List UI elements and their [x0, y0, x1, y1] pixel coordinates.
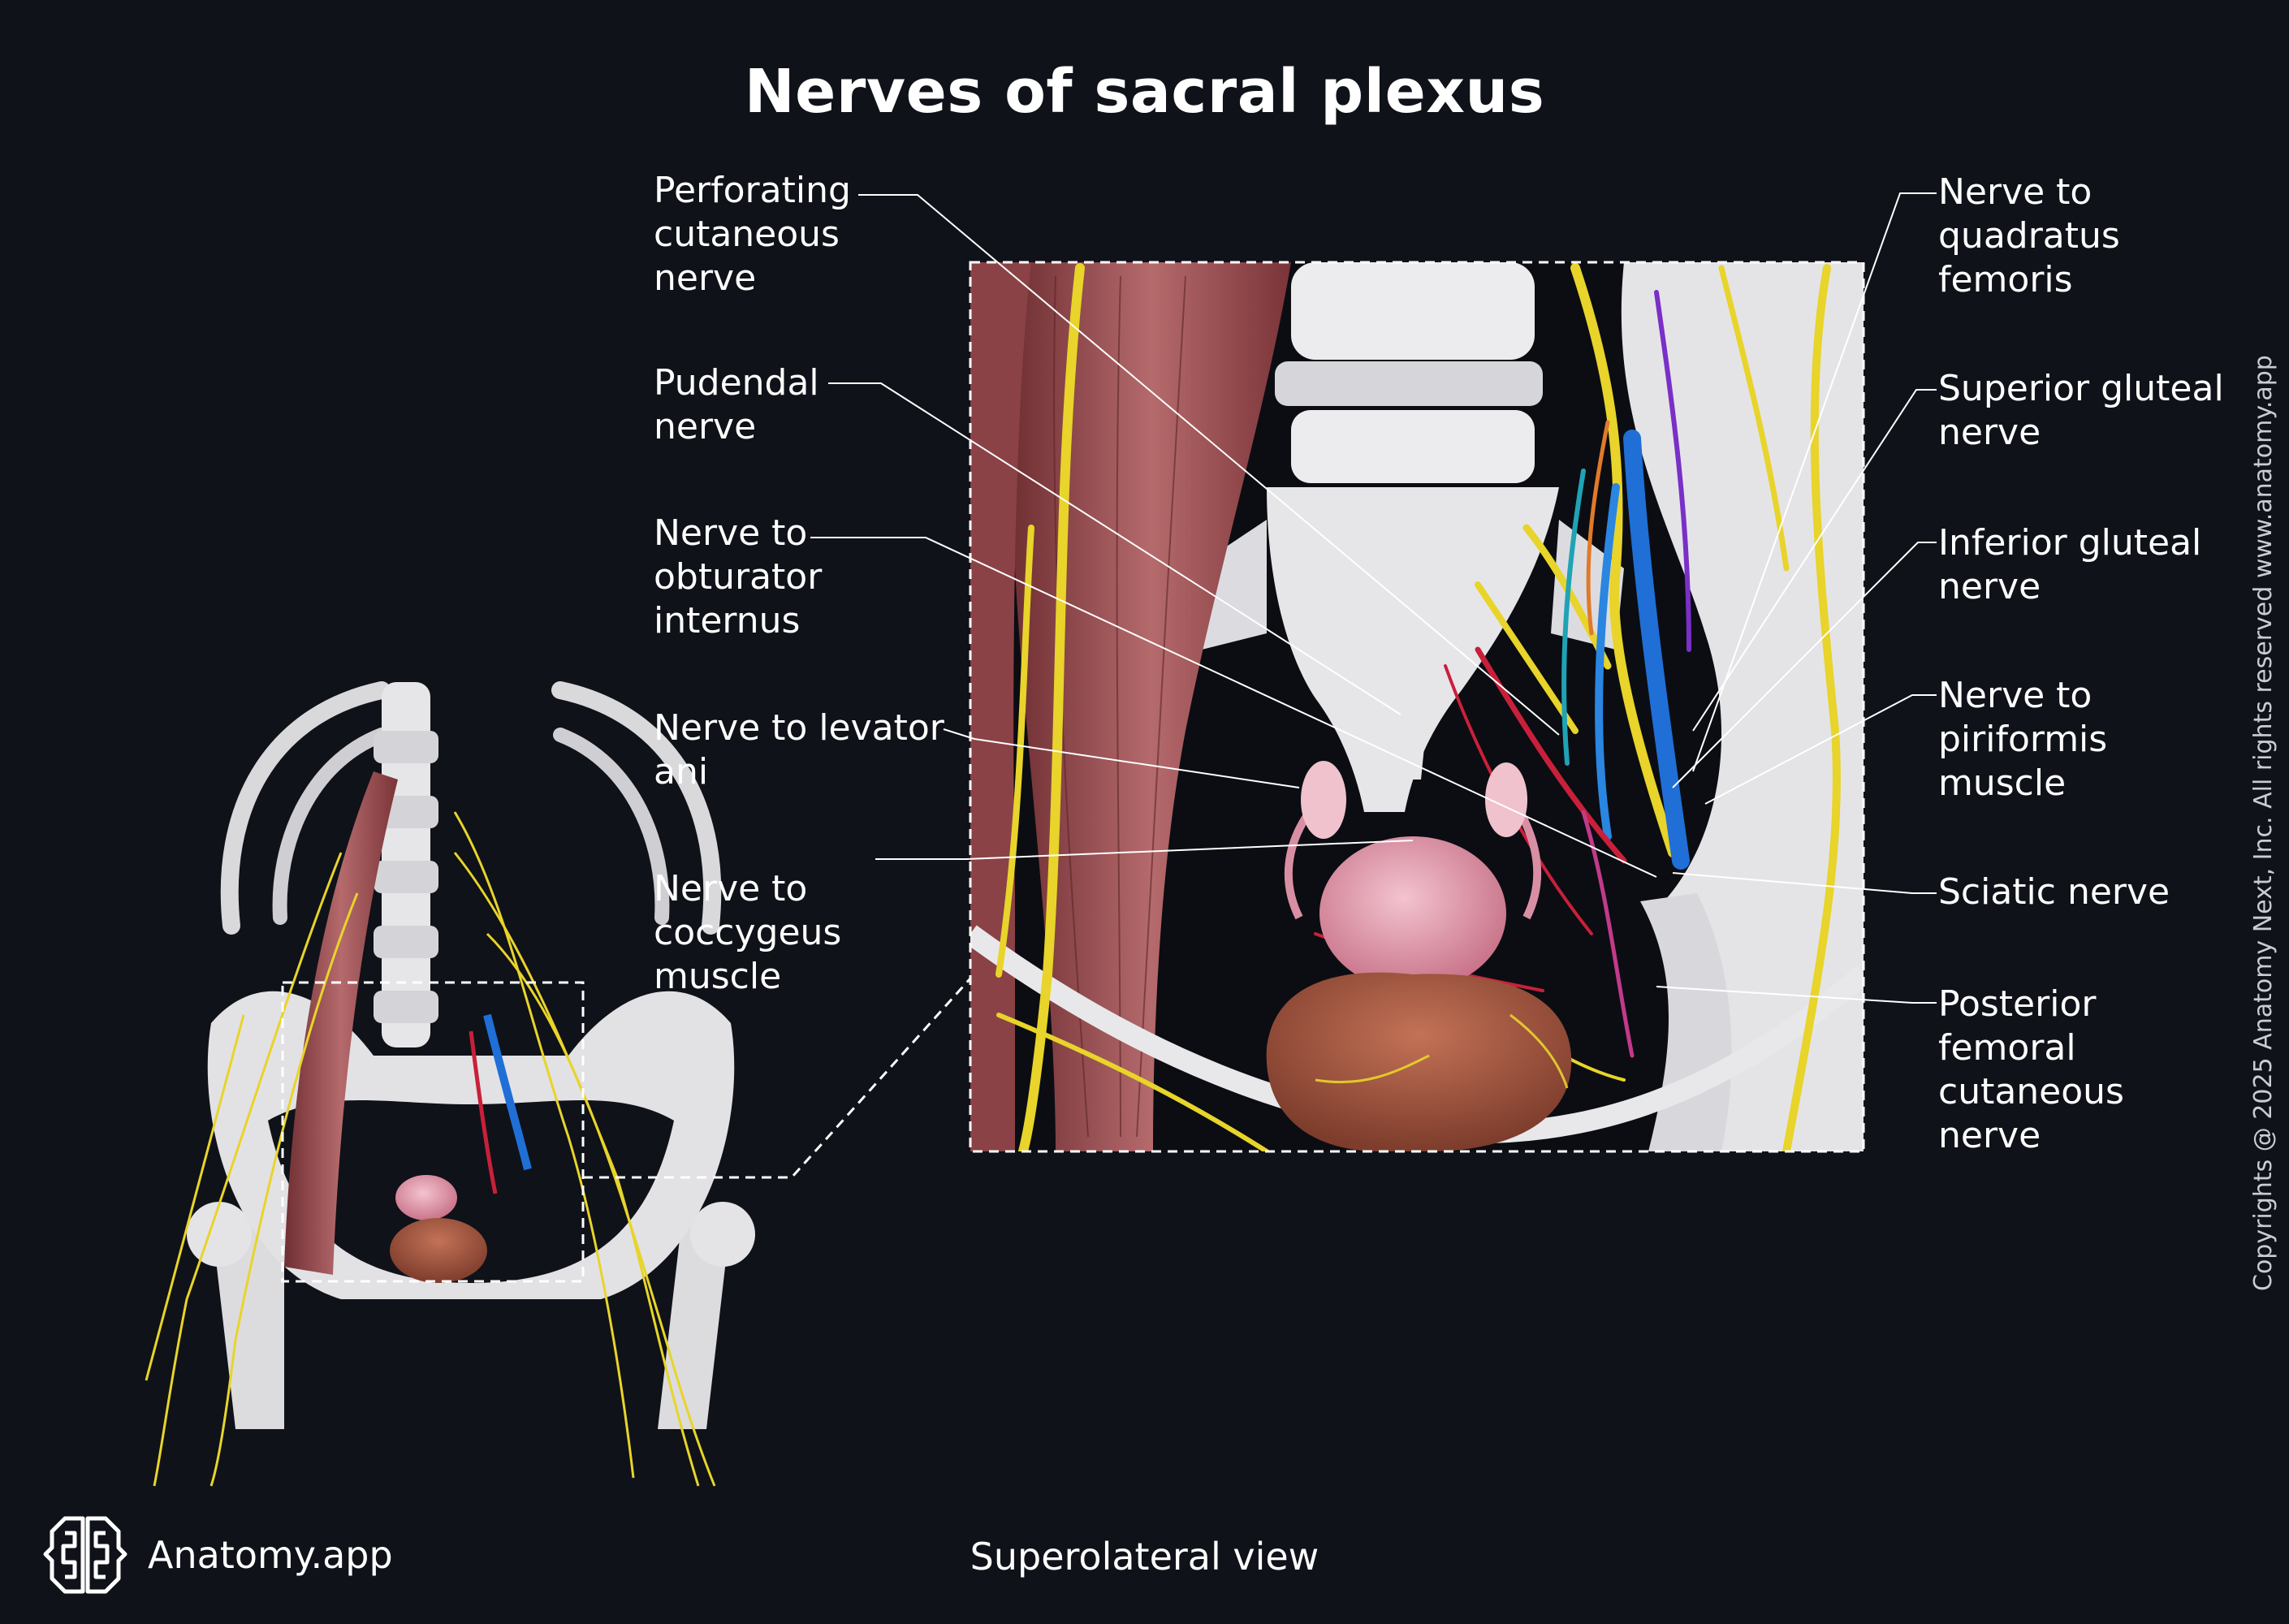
leader-pudendal: [828, 382, 1401, 715]
leader-obturator-internus: [810, 537, 1657, 878]
label-nerve-to-piriformis-muscle: Nerve to piriformis muscle: [1938, 675, 2108, 804]
leader-sciatic: [1672, 872, 1937, 894]
copyright-notice: Copyrights @ 2025 Anatomy Next, Inc. All…: [2249, 355, 2278, 1291]
uterus: [1284, 761, 1542, 991]
leader-superior-gluteal: [1692, 389, 1937, 732]
page-title: Nerves of sacral plexus: [744, 57, 1545, 127]
sacrum: [1194, 262, 1624, 812]
label-pudendal-nerve: Pudendal nerve: [654, 362, 819, 447]
leader-piriformis: [1704, 694, 1937, 805]
label-nerve-to-quadratus-femoris: Nerve to quadratus femoris: [1938, 171, 2120, 300]
label-perforating-cutaneous-nerve: Perforating cutaneous nerve: [654, 170, 851, 299]
label-posterior-femoral-cutaneous-nerve: Posterior femoral cutaneous nerve: [1938, 983, 2124, 1156]
label-nerve-to-coccygeus-muscle: Nerve to coccygeus muscle: [654, 868, 842, 997]
label-superior-gluteal-nerve: Superior gluteal nerve: [1938, 368, 2224, 453]
view-caption: Superolateral view: [970, 1535, 1319, 1579]
zoomed-inset: [969, 261, 1865, 1153]
leader-posterior-femoral: [1656, 986, 1937, 1004]
leader-inferior-gluteal: [1672, 542, 1937, 788]
label-sciatic-nerve: Sciatic nerve: [1938, 871, 2170, 913]
brand-name: Anatomy.app: [148, 1533, 393, 1577]
leader-perforating-cutaneous: [858, 194, 1560, 736]
label-inferior-gluteal-nerve: Inferior gluteal nerve: [1938, 522, 2202, 607]
leader-quadratus-femoris: [1692, 192, 1937, 772]
leader-coccygeus: [875, 840, 1414, 860]
overview-inset-marker: [281, 981, 585, 1283]
label-nerve-to-obturator-internus: Nerve to obturator internus: [654, 512, 823, 641]
spine: [374, 682, 438, 1047]
brain-logo-icon: [43, 1516, 127, 1594]
overview-figure: [145, 681, 755, 1487]
inset-frame: [969, 261, 1865, 1153]
leader-levator-ani: [943, 728, 1300, 788]
leader-lines: [810, 192, 1937, 1004]
inset-connector: [583, 977, 972, 1179]
label-nerve-to-levator-ani: Nerve to levator ani: [654, 707, 944, 793]
